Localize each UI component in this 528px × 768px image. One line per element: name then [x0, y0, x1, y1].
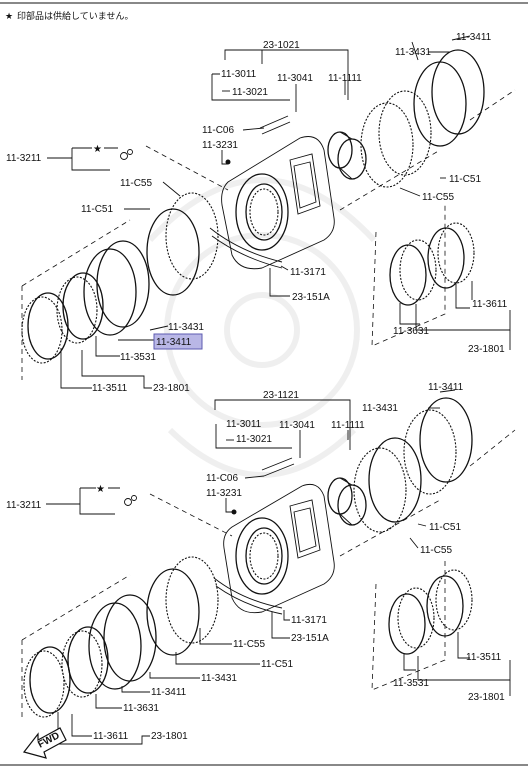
label-3611-lower: 11-3611 — [93, 731, 129, 742]
label-assy: 23-1021 — [263, 40, 300, 51]
label-3531-lower: 11-3531 — [393, 678, 429, 689]
label-c51-left: 11-C51 — [81, 204, 113, 215]
label-c06-lower: 11-C06 — [206, 473, 238, 484]
star-mark-lower: ★ — [96, 484, 105, 495]
label-151a: 23-151A — [292, 292, 330, 303]
label-3431-right: 11-3431 — [395, 47, 431, 58]
label-3011-lower: 11-3011 — [226, 419, 262, 430]
upper-labels: 23-1021 11-3011 11-3041 11-1111 11-3021 … — [6, 32, 508, 394]
label-3211-lower: 11-3211 — [6, 500, 42, 511]
label-3411-left-lower: 11-3411 — [151, 687, 187, 698]
lower-labels: 23-1121 11-3011 11-3041 11-1111 11-3021 … — [6, 382, 505, 742]
label-3431-left-lower: 11-3431 — [201, 673, 237, 684]
label-3631-lower: 11-3631 — [123, 703, 159, 714]
label-c51-right: 11-C51 — [449, 174, 481, 185]
label-3021-lower: 11-3021 — [236, 434, 272, 445]
label-c55-left-lower: 11-C55 — [233, 639, 265, 650]
label-3411-right-lower: 11-3411 — [428, 382, 464, 393]
label-1801-right-lower: 23-1801 — [468, 692, 505, 703]
label-3431-right-lower: 11-3431 — [362, 403, 398, 414]
label-3041-lower: 11-3041 — [279, 420, 315, 431]
fwd-arrow-icon: FWD — [22, 727, 67, 759]
lower-rotor — [223, 483, 335, 614]
label-3021: 11-3021 — [232, 87, 268, 98]
upper-assembly: ★ — [21, 35, 516, 389]
label-c55-right: 11-C55 — [422, 192, 454, 203]
label-c51-right-lower: 11-C51 — [429, 522, 461, 533]
label-3231-lower: 11-3231 — [206, 488, 242, 499]
upper-rotor — [221, 136, 335, 270]
label-c55-right-lower: 11-C55 — [420, 545, 452, 556]
label-3531: 11-3531 — [120, 352, 156, 363]
samurai-helmet-watermark-icon — [147, 177, 377, 478]
lower-assembly: ★ — [21, 389, 516, 745]
label-3041: 11-3041 — [277, 73, 313, 84]
label-3171-lower: 11-3171 — [291, 615, 327, 626]
label-3011: 11-3011 — [221, 69, 257, 80]
label-3231: 11-3231 — [202, 140, 238, 151]
label-assy-lower: 23-1121 — [263, 390, 299, 401]
label-c51-left-lower: 11-C51 — [261, 659, 293, 670]
header-note: 印部品は供給していません。 — [17, 10, 133, 22]
label-3411-left[interactable]: 11-3411 — [156, 337, 192, 348]
label-151a-lower: 23-151A — [291, 633, 329, 644]
label-3171: 11-3171 — [290, 267, 326, 278]
label-3611: 11-3611 — [472, 299, 508, 310]
label-3631: 11-3631 — [393, 326, 429, 337]
label-1801-right: 23-1801 — [468, 344, 505, 355]
label-3431-left: 11-3431 — [168, 322, 204, 333]
highlight-3411 — [153, 333, 203, 350]
label-3511: 11-3511 — [92, 383, 128, 394]
label-3411-right: 11-3411 — [456, 32, 492, 43]
header-star: ★ — [5, 12, 13, 22]
label-1801-left-lower: 23-1801 — [151, 731, 188, 742]
label-3211: 11-3211 — [6, 153, 42, 164]
label-1111-lower: 11-1111 — [331, 420, 365, 431]
label-c06: 11-C06 — [202, 125, 234, 136]
label-c55-left: 11-C55 — [120, 178, 152, 189]
label-3511-lower: 11-3511 — [466, 652, 502, 663]
label-1111: 11-1111 — [328, 73, 362, 84]
label-1801-left: 23-1801 — [153, 383, 190, 394]
star-mark: ★ — [93, 144, 102, 155]
